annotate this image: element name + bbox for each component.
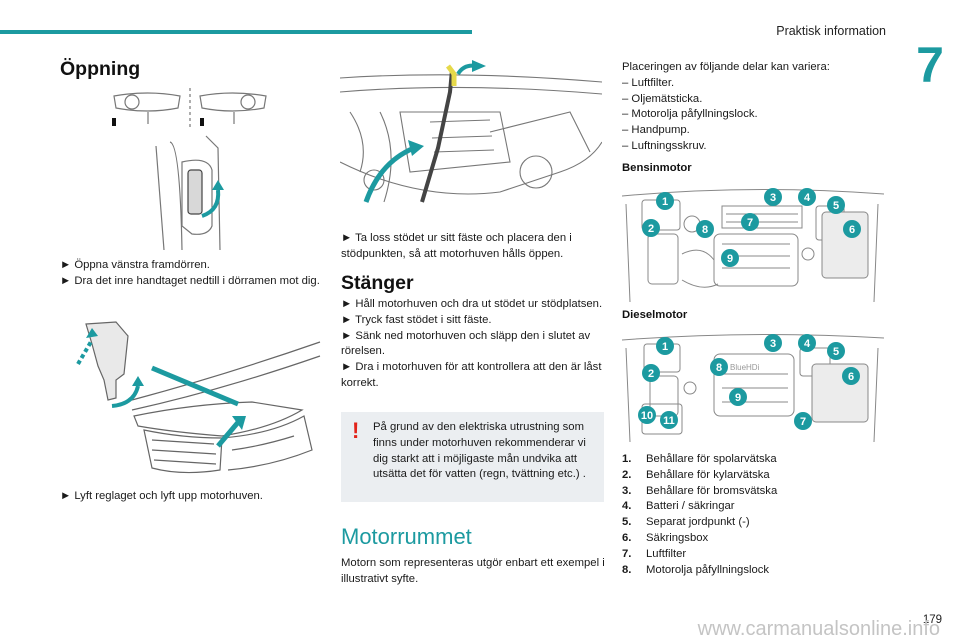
support-step: ► Ta loss stödet ur sitt fäste och place… <box>341 232 572 260</box>
svg-text:3: 3 <box>770 192 776 204</box>
closing-step-2: ► Tryck fast stödet i sitt fäste. <box>341 313 492 326</box>
inner-release-lever <box>187 169 203 215</box>
svg-text:6: 6 <box>849 224 855 236</box>
svg-text:3: 3 <box>770 338 776 350</box>
variable-part-4: – Handpump. <box>622 124 690 137</box>
svg-text:2: 2 <box>648 223 654 235</box>
page-number: 179 <box>922 614 942 626</box>
rod-clip-highlight <box>446 64 457 86</box>
diesel-engine-illustration: BlueHDi 1 2 3 4 5 6 7 8 9 10 11 <box>622 330 884 442</box>
right-hand-drive-icon <box>199 92 267 112</box>
opening-step-1: ► Öppna vänstra framdörren. <box>60 259 210 271</box>
svg-text:1: 1 <box>662 341 668 353</box>
diesel-engine-badge: BlueHDi <box>730 363 760 372</box>
petrol-callout-2: 2 <box>642 219 660 237</box>
diesel-callout-8: 8 <box>710 358 728 376</box>
diesel-callout-3: 3 <box>764 334 782 352</box>
heading-closing: Stänger <box>341 272 414 294</box>
car-grille <box>143 429 223 474</box>
placement-intro: Placeringen av följande delar kan varier… <box>622 61 830 73</box>
pull-arrow <box>201 189 221 218</box>
svg-text:11: 11 <box>663 415 675 427</box>
petrol-callout-3: 3 <box>764 188 782 206</box>
svg-text:4: 4 <box>804 192 811 204</box>
part-item-4: 4.Batteri / säkringar <box>622 500 735 513</box>
prop-rod <box>420 69 454 203</box>
door-frame <box>155 135 221 250</box>
engine-note: Motorn som representeras utgör enbart et… <box>341 557 605 585</box>
variable-part-1: – Luftfilter. <box>622 76 675 89</box>
car-bonnet <box>133 401 304 437</box>
part-item-5: 5.Separat jordpunkt (-) <box>622 516 750 529</box>
heading-opening: Öppning <box>60 58 141 80</box>
door-lever-illustration <box>108 86 280 250</box>
variable-part-2: – Oljemätsticka. <box>622 92 703 105</box>
petrol-callout-1: 1 <box>656 192 674 210</box>
svg-text:10: 10 <box>641 410 653 422</box>
warning-text: På grund av den elektriska utrustning so… <box>373 421 586 481</box>
engine-bay-outline <box>340 141 602 195</box>
part-item-6: 6.Säkringsbox <box>622 531 709 544</box>
petrol-callout-8: 8 <box>696 220 714 238</box>
petrol-callout-9: 9 <box>721 249 739 267</box>
water-warning-note: ! På grund av den elektriska utrustning … <box>341 412 604 502</box>
diesel-callout-5: 5 <box>827 342 845 360</box>
diesel-callout-4: 4 <box>798 334 816 352</box>
part-item-7: 7.Luftfilter <box>622 547 687 560</box>
left-hand-drive-icon <box>113 92 181 112</box>
part-item-2: 2.Behållare för kylarvätska <box>622 468 770 481</box>
petrol-callout-5: 5 <box>827 196 845 214</box>
prop-rod-illustration <box>340 52 602 222</box>
petrol-engine-illustration: 1 2 3 4 5 6 7 8 9 <box>622 184 884 302</box>
lift-hood-arrow <box>111 385 140 408</box>
svg-text:8: 8 <box>702 224 708 236</box>
diesel-callout-7: 7 <box>794 412 812 430</box>
part-item-1: 1.Behållare för spolarvätska <box>622 453 777 465</box>
hood-release-catch <box>85 321 129 401</box>
svg-text:1: 1 <box>662 196 668 208</box>
petrol-callout-4: 4 <box>798 188 816 206</box>
part-item-8: 8.Motorolja påfyllningslock <box>622 563 770 576</box>
diesel-callout-9: 9 <box>729 388 747 406</box>
diesel-callout-6: 6 <box>842 367 860 385</box>
diesel-callout-2: 2 <box>642 364 660 382</box>
closing-step-1: ► Håll motorhuven och dra ut stödet ur s… <box>341 298 603 310</box>
closing-step-4: ► Dra i motorhuven för att kontrollera a… <box>341 361 602 389</box>
variable-part-5: – Luftningsskruv. <box>622 139 707 152</box>
petrol-callout-7: 7 <box>741 213 759 231</box>
closing-step-3: ► Sänk ned motorhuven och släpp den i sl… <box>341 329 591 358</box>
hood-release-illustration <box>72 320 322 482</box>
raise-arrow <box>363 145 415 203</box>
petrol-callouts: 1 2 3 4 5 6 7 8 9 <box>642 188 861 267</box>
section-title: Praktisk information <box>776 24 886 38</box>
variable-part-3: – Motorolja påfyllningslock. <box>622 108 758 121</box>
svg-text:7: 7 <box>747 217 753 229</box>
svg-text:5: 5 <box>833 200 839 212</box>
lift-arrow-dashed <box>76 338 94 366</box>
chapter-number: 7 <box>916 37 944 93</box>
diesel-callout-1: 1 <box>656 337 674 355</box>
opening-step-2: ► Dra det inre handtaget nedtill i dörra… <box>60 274 320 287</box>
part-item-3: 3.Behållare för bromsvätska <box>622 484 778 497</box>
heading-diesel-engine: Dieselmotor <box>622 309 688 321</box>
diesel-callout-11: 11 <box>660 411 678 429</box>
svg-text:4: 4 <box>804 338 811 350</box>
svg-text:5: 5 <box>833 346 839 358</box>
heading-engine-compartment: Motorrummet <box>341 524 472 549</box>
svg-text:8: 8 <box>716 362 722 374</box>
warning-icon: ! <box>352 418 360 443</box>
svg-text:7: 7 <box>800 416 806 428</box>
header-accent-bar <box>0 30 472 34</box>
svg-text:9: 9 <box>727 253 733 265</box>
svg-text:2: 2 <box>648 368 654 380</box>
svg-text:6: 6 <box>848 371 854 383</box>
svg-text:9: 9 <box>735 392 741 404</box>
petrol-callout-6: 6 <box>843 220 861 238</box>
diesel-callout-10: 10 <box>638 406 656 424</box>
diesel-callouts: 1 2 3 4 5 6 7 8 9 10 11 <box>638 334 860 430</box>
opening-step-3: ► Lyft reglaget och lyft upp motorhuven. <box>60 490 263 502</box>
watermark: www.carmanualsonline.info <box>697 618 940 640</box>
pointer-arrow <box>151 365 239 407</box>
heading-petrol-engine: Bensinmotor <box>622 162 692 174</box>
